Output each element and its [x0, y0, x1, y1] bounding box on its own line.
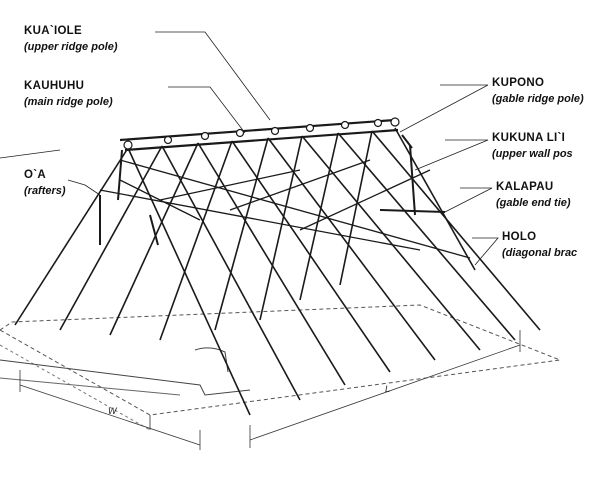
label-kauhuhu: KAUHUHU (main ridge pole): [24, 80, 113, 108]
lashing-knots: [123, 117, 400, 150]
svg-text:KUA`IOLE: KUA`IOLE: [24, 25, 82, 37]
upper-wall-post: [409, 144, 416, 216]
leader-lines: [0, 31, 499, 266]
svg-text:KUPONO: KUPONO: [492, 77, 544, 89]
gable-posts: [99, 134, 446, 246]
svg-text:(main ridge pole): (main ridge pole): [24, 96, 113, 108]
label-kua-iole: KUA`IOLE (upper ridge pole): [24, 25, 118, 53]
svg-text:(diagonal brac: (diagonal brac: [502, 247, 577, 259]
svg-text:KALAPAU: KALAPAU: [496, 181, 553, 193]
stone-platform: [0, 304, 562, 431]
label-kalapau: KALAPAU (gable end tie): [496, 181, 571, 209]
upper-ridge-pole: [119, 118, 396, 142]
svg-text:O`A: O`A: [24, 169, 46, 181]
rafters-front: [127, 127, 541, 416]
svg-text:(gable ridge pole): (gable ridge pole): [492, 93, 584, 105]
svg-text:HOLO: HOLO: [502, 231, 536, 243]
label-kupono: KUPONO (gable ridge pole): [492, 77, 584, 105]
length-dimension-label: L: [385, 384, 390, 394]
dimension-lines: [19, 330, 521, 450]
svg-text:KUKUNA LI`I: KUKUNA LI`I: [492, 132, 565, 144]
svg-text:KAUHUHU: KAUHUHU: [24, 80, 84, 92]
svg-text:(upper wall pos: (upper wall pos: [492, 148, 573, 160]
width-dimension-label: W: [108, 406, 118, 416]
label-kukuna-li-i: KUKUNA LI`I (upper wall pos: [492, 132, 573, 160]
label-o-a: O`A (rafters): [24, 169, 66, 197]
ridge-poles: [119, 118, 399, 152]
rafters-back: [14, 130, 373, 341]
svg-text:(gable end tie): (gable end tie): [496, 197, 571, 209]
svg-text:(upper ridge pole): (upper ridge pole): [24, 41, 118, 53]
svg-text:(rafters): (rafters): [24, 185, 66, 197]
diagonal-braces: [99, 159, 471, 259]
label-holo: HOLO (diagonal brac: [502, 231, 577, 259]
main-ridge-pole: [124, 128, 399, 152]
gable-end-tie: [379, 209, 446, 213]
